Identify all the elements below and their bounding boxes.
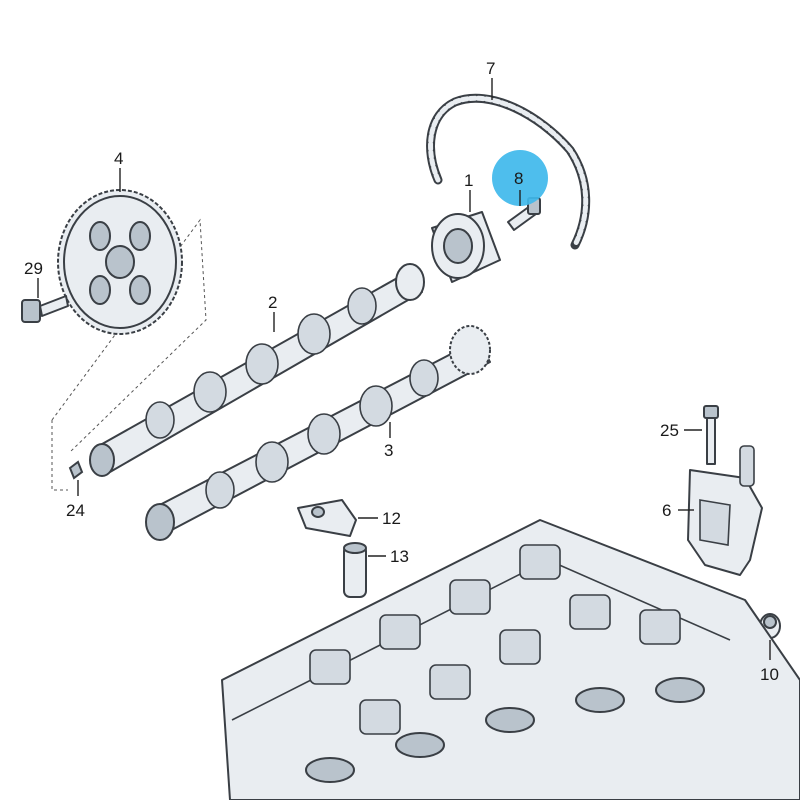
port-row [305, 677, 705, 783]
callout-24: 24 [66, 501, 85, 520]
leader-lines [37, 78, 771, 660]
camshaft-sprocket [57, 189, 183, 335]
timing-chain [426, 93, 591, 250]
callout-13: 13 [390, 547, 409, 566]
hydraulic-lifter [343, 542, 367, 598]
callout-29: 29 [24, 259, 43, 278]
callout-7: 7 [486, 59, 495, 78]
callout-8-highlight [492, 150, 548, 206]
intake-camshaft [89, 263, 425, 477]
cam-bearing-row [309, 544, 681, 735]
camshaft-adjuster [431, 211, 501, 283]
callout-10: 10 [760, 665, 779, 684]
callout-4: 4 [114, 149, 123, 168]
callout-3: 3 [384, 441, 393, 460]
sprocket-bolt [21, 295, 69, 323]
tensioner-bolt [703, 405, 719, 465]
callouts: 1 2 3 4 6 7 8 10 12 13 24 25 29 [24, 59, 779, 684]
callout-25: 25 [660, 421, 679, 440]
callout-2: 2 [268, 293, 277, 312]
chain-tensioner [687, 445, 763, 576]
callout-12: 12 [382, 509, 401, 528]
callout-6: 6 [662, 501, 671, 520]
callout-8: 8 [514, 169, 523, 188]
exhaust-camshaft [145, 325, 491, 541]
cylinder-head [221, 519, 800, 800]
roller-rocker [297, 499, 357, 537]
assembly-frame [51, 218, 207, 491]
callout-1: 1 [464, 171, 473, 190]
locating-pin [68, 460, 84, 480]
